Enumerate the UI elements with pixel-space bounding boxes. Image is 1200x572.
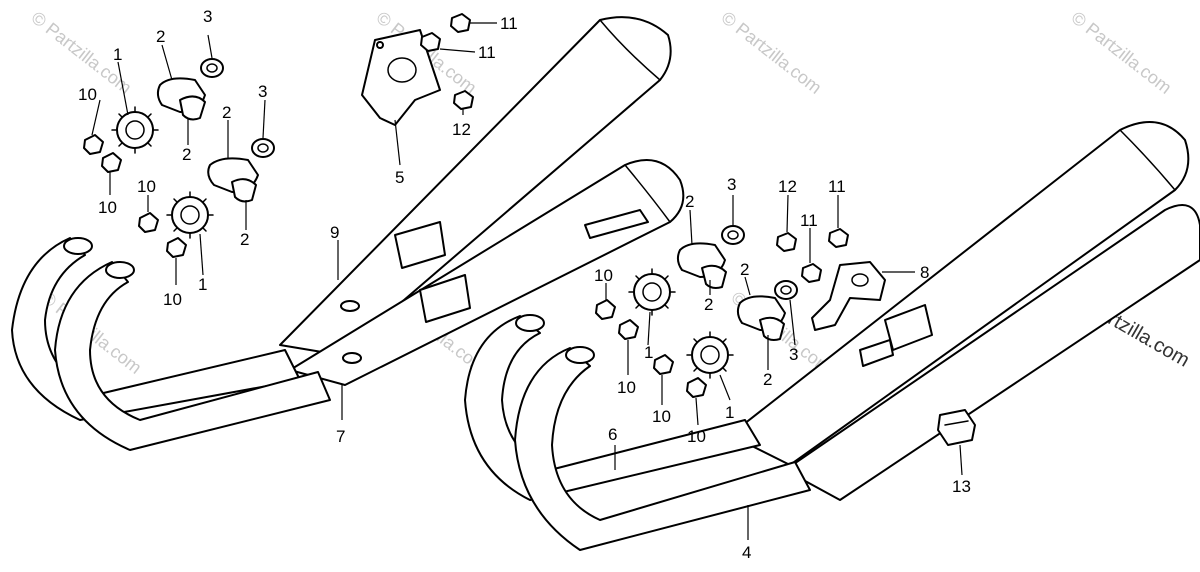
collar-icon [231, 178, 257, 203]
watermark: © Partzilla.com [1068, 7, 1176, 97]
callout-label-2: 2 [704, 295, 713, 314]
header-pipe-right-upper [464, 315, 761, 501]
nut-icon [686, 377, 707, 398]
callout-label-12: 12 [778, 177, 797, 196]
gasket-icon [111, 106, 159, 154]
callout-label-13: 13 [952, 477, 971, 496]
nut-icon [801, 263, 822, 283]
left-exhaust-assembly [11, 16, 685, 451]
nut-icon [420, 32, 441, 52]
callout-label-5: 5 [395, 168, 404, 187]
callout-label-11: 11 [478, 43, 496, 62]
pipe-inlet [515, 314, 545, 332]
callout-label-11: 11 [800, 211, 818, 230]
washers [200, 58, 798, 300]
nut-icon [776, 232, 797, 252]
nut-icon [450, 13, 471, 33]
callout-label-2: 2 [740, 260, 749, 279]
callout-label-8: 8 [920, 263, 929, 282]
pipe-clamp [859, 339, 894, 367]
muffler-upper-right [729, 121, 1190, 466]
callout-label-10: 10 [652, 407, 671, 426]
callout-label-3: 3 [203, 7, 212, 26]
nut-icon [618, 319, 639, 340]
gasket-icon [686, 331, 734, 379]
callout-label-10: 10 [617, 378, 636, 397]
collar-icon [179, 95, 206, 121]
callout-label-1: 1 [725, 403, 734, 422]
callout-label-2: 2 [222, 103, 231, 122]
washer-icon [200, 58, 224, 78]
muffler-mount-tab [394, 221, 446, 269]
nuts [83, 13, 849, 398]
muffler-hole [342, 352, 362, 364]
callout-label-6: 6 [608, 425, 617, 444]
bracket-part-8 [811, 261, 886, 331]
callout-label-11: 11 [828, 177, 846, 196]
muffler-mount-tab [419, 274, 471, 323]
callout-label-1: 1 [113, 45, 122, 64]
collar-icon [759, 316, 785, 341]
callout-label-2: 2 [182, 145, 191, 164]
muffler-upper-left [279, 16, 672, 356]
pipe-inlet [63, 237, 93, 255]
callout-label-12: 12 [452, 120, 471, 139]
washer-icon [774, 280, 798, 300]
nut-icon [653, 354, 674, 375]
muffler-lower-right [784, 204, 1200, 501]
callout-label-7: 7 [336, 427, 345, 446]
pipe-inlet [565, 346, 595, 364]
muffler-bracket-window [584, 209, 649, 239]
header-pipe-right-lower [514, 347, 811, 551]
callout-label-10: 10 [137, 177, 156, 196]
nut-icon [101, 152, 122, 173]
callout-label-2: 2 [240, 230, 249, 249]
callout-label-2: 2 [685, 192, 694, 211]
nut-icon [453, 90, 474, 110]
callout-label-10: 10 [687, 427, 706, 446]
nut-icon [83, 134, 104, 155]
callout-label-1: 1 [644, 343, 653, 362]
callout-labels: 1 1 1 1 2 2 2 2 2 2 2 2 3 3 3 3 4 5 6 7 … [78, 7, 971, 562]
callout-label-3: 3 [789, 345, 798, 364]
callout-label-10: 10 [98, 198, 117, 217]
callout-label-3: 3 [258, 82, 267, 101]
callout-label-10: 10 [78, 85, 97, 104]
nut-icon [828, 228, 849, 248]
watermark: © Partzilla.com [718, 7, 826, 97]
right-exhaust-assembly [464, 121, 1200, 551]
header-pipe-inner [54, 261, 331, 451]
gasket-icon [166, 191, 214, 239]
callout-label-4: 4 [742, 543, 751, 562]
callout-label-3: 3 [727, 175, 736, 194]
pipe-inlet [105, 261, 135, 279]
collar-icon [701, 264, 727, 289]
nut-icon [166, 237, 187, 258]
callout-label-11: 11 [500, 14, 518, 33]
callout-label-2: 2 [156, 27, 165, 46]
gaskets [111, 106, 734, 379]
nut-icon [595, 299, 616, 320]
collars [156, 77, 786, 341]
gasket-icon [628, 268, 676, 316]
washer-icon [251, 138, 275, 158]
washer-icon [721, 225, 745, 245]
callout-label-1: 1 [198, 275, 207, 294]
leader-lines [91, 22, 963, 540]
callout-label-9: 9 [330, 223, 339, 242]
callout-label-10: 10 [594, 266, 613, 285]
callout-label-10: 10 [163, 290, 182, 309]
rubber-grommet-13 [937, 409, 976, 446]
nut-icon [138, 212, 159, 233]
muffler-lower-left [289, 159, 685, 386]
callout-label-2: 2 [763, 370, 772, 389]
muffler-hole [340, 300, 360, 312]
